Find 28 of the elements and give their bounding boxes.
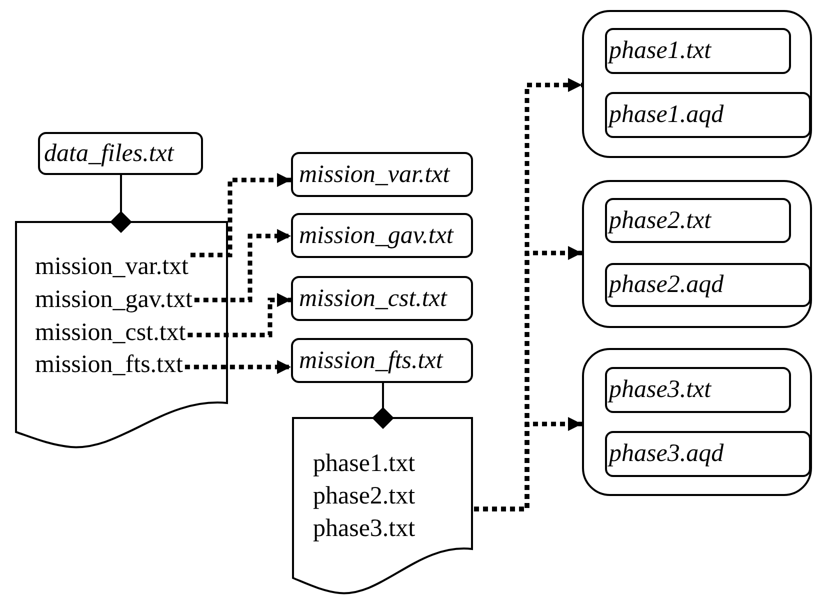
dotted-arrow xyxy=(194,229,291,302)
file-box: mission_var.txt xyxy=(291,152,473,197)
group-container xyxy=(582,180,812,328)
group-container xyxy=(582,348,812,496)
file-box: mission_fts.txt xyxy=(291,338,473,383)
file-name: mission_cst.txt xyxy=(35,318,186,348)
connector-line xyxy=(110,175,132,233)
connector-line xyxy=(372,383,394,429)
dotted-arrow xyxy=(188,293,291,338)
file-box: mission_gav.txt xyxy=(291,213,473,258)
file-name: mission_gav.txt xyxy=(35,285,192,315)
file-box: data_files.txt xyxy=(38,132,203,175)
file-name: phase3.txt xyxy=(313,514,416,544)
file-box: mission_cst.txt xyxy=(291,276,473,321)
file-box: phase2.aqd xyxy=(605,263,811,307)
file-box: phase3.aqd xyxy=(605,431,811,477)
dotted-arrow xyxy=(184,360,291,374)
file-name: phase2.txt xyxy=(313,482,416,512)
group-container xyxy=(582,10,812,158)
file-box: phase1.txt xyxy=(605,28,791,74)
file-name: mission_var.txt xyxy=(35,252,188,282)
file-box: phase1.aqd xyxy=(605,92,811,138)
file-box: phase3.txt xyxy=(605,367,791,413)
file-name: mission_fts.txt xyxy=(35,350,183,380)
file-box: phase2.txt xyxy=(605,198,791,243)
dotted-arrow xyxy=(474,417,582,512)
file-name: phase1.txt xyxy=(313,449,416,479)
dotted-arrow xyxy=(190,173,291,258)
